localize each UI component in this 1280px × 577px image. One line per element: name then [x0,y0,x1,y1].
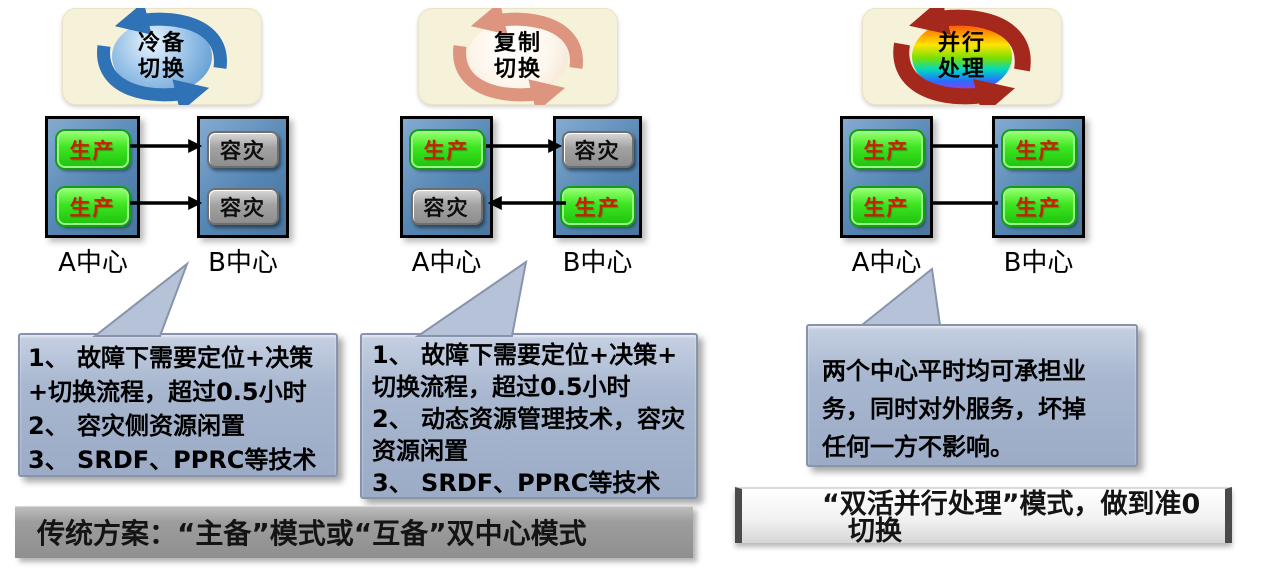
callout-replication: 1、 故障下需要定位+决策+ 切换流程，超过0.5小时 2、 动态资源管理技术，… [360,333,698,499]
callout-line: 2、 动态资源管理技术，容灾 [372,405,686,433]
badge-text-line1: 冷备 [137,30,186,56]
center-b-label: B中心 [562,248,633,278]
callout-tail [92,261,190,337]
mode-badge-parallel: 并行 处理 [862,8,1062,105]
callout-parallel: 两个中心平时均可承担业 务，同时对外服务，坏掉 任何一方不影响。 [806,324,1138,467]
badge-text-line2: 切换 [493,56,542,82]
callout-line: 务，同时对外服务，坏掉 [822,395,1086,423]
production-node: 生产 [1002,131,1075,168]
center-b-box: 容灾 生产 [553,116,642,238]
center-a-box: 生产 生产 [840,116,933,238]
callout-line: 任何一方不影响。 [822,433,1014,461]
center-a-box: 生产 生产 [45,116,140,238]
production-node: 生产 [1002,188,1075,225]
mode-badge-label: 并行 处理 [862,8,1062,105]
callout-line: 1、 故障下需要定位+决策+ [372,341,678,369]
production-node: 生产 [410,131,483,168]
production-node: 生产 [850,131,923,168]
replication-arrows [130,139,203,210]
mode-badge-cold-standby: 冷备 切换 [62,8,262,105]
cycle-arrows-icon [893,8,1031,105]
disaster-recovery-node: 容灾 [561,131,634,168]
production-node: 生产 [850,188,923,225]
callout-line: 1、 故障下需要定位+决策 [28,344,314,372]
cycle-arrows-icon [97,8,227,105]
center-b-label: B中心 [208,248,278,278]
callout-line: 两个中心平时均可承担业 [822,357,1086,385]
production-node: 生产 [56,188,129,225]
traditional-scheme-text: 传统方案：“主备”模式或“互备”双中心模式 [37,517,587,550]
dual-active-text-line2: 切换 [848,516,902,547]
center-a-label: A中心 [851,248,922,278]
center-b-box: 生产 生产 [992,116,1085,238]
traditional-scheme-banner: 传统方案：“主备”模式或“互备”双中心模式 [15,506,693,558]
callout-line: +切换流程，超过0.5小时 [28,378,307,406]
callout-tail [414,259,528,337]
dual-active-text-line1: “双活并行处理”模式，做到准0 [822,489,1201,520]
center-a-box: 生产 容灾 [400,116,493,238]
callout-line: 3、 SRDF、PPRC等技术 [372,469,661,497]
badge-text-line1: 复制 [493,30,542,56]
mode-badge-label: 复制 切换 [418,8,618,105]
mode-badge-replication: 复制 切换 [418,8,618,105]
dual-active-banner: “双活并行处理”模式，做到准0 切换 [735,487,1232,547]
disaster-recovery-node: 容灾 [410,188,483,225]
replication-arrows [486,139,566,210]
badge-text-line2: 切换 [137,56,186,82]
callout-line: 3、 SRDF、PPRC等技术 [28,446,317,474]
badge-text-line2: 处理 [937,56,986,82]
callout-line: 切换流程，超过0.5小时 [372,373,631,401]
center-b-label: B中心 [1003,248,1074,278]
callout-line: 2、 容灾侧资源闲置 [28,412,246,440]
callout-line: 资源闲置 [372,437,468,465]
callout-cold-standby: 1、 故障下需要定位+决策 +切换流程，超过0.5小时 2、 容灾侧资源闲置 3… [18,333,338,477]
cycle-arrows-icon [453,8,583,105]
interconnect-lines [930,144,998,205]
center-a-label: A中心 [58,248,128,278]
disaster-recovery-node: 容灾 [207,188,279,225]
production-node: 生产 [56,131,129,168]
center-a-label: A中心 [411,248,482,278]
badge-text-line1: 并行 [937,30,986,56]
center-b-box: 容灾 容灾 [197,116,289,238]
mode-badge-label: 冷备 切换 [62,8,262,105]
callout-tail [859,267,942,326]
disaster-recovery-node: 容灾 [207,131,279,168]
production-node: 生产 [561,188,634,225]
